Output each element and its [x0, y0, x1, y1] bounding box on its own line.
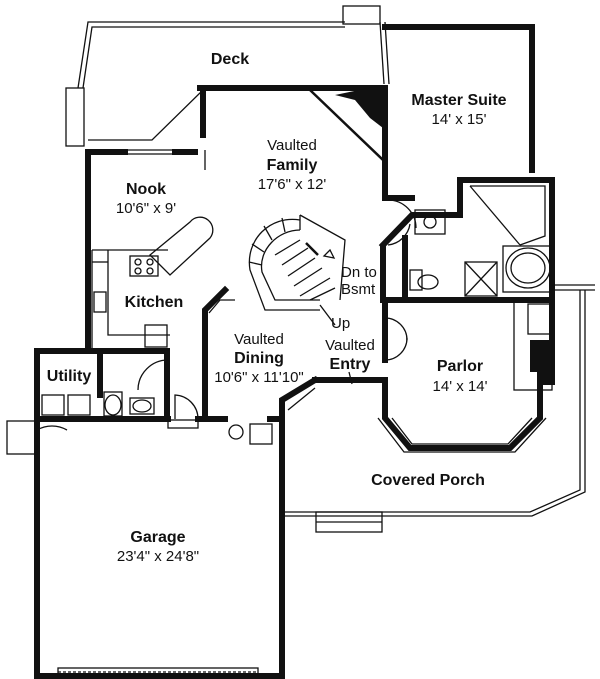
room-size: 23'4" x 24'8" — [117, 548, 199, 565]
room-prefix: Vaulted — [267, 137, 317, 154]
deck-railing — [65, 5, 390, 147]
room-name: Utility — [47, 368, 92, 385]
room-name: Parlor — [437, 358, 483, 375]
room-covered-porch: Covered Porch — [371, 472, 485, 489]
entry-dining-walls — [202, 285, 388, 422]
kitchen-fixtures — [36, 216, 273, 445]
room-parlor: Parlor 14' x 14' — [433, 358, 488, 395]
room-utility: Utility — [47, 368, 92, 385]
room-nook: Nook 10'6" x 9' — [116, 181, 176, 217]
room-name: Nook — [126, 181, 166, 198]
room-name: Kitchen — [125, 294, 184, 311]
room-kitchen: Kitchen — [125, 294, 184, 311]
room-size: 17'6" x 12' — [258, 176, 327, 193]
stair-down-label-1: Dn to — [341, 264, 377, 281]
room-family: Vaulted Family 17'6" x 12' — [258, 137, 327, 193]
room-name: Entry — [330, 356, 371, 373]
room-deck: Deck — [211, 51, 249, 68]
room-name: Garage — [130, 529, 185, 546]
room-dining: Vaulted Dining 10'6" x 11'10" — [214, 331, 304, 386]
room-name: Master Suite — [411, 92, 506, 109]
room-size: 14' x 14' — [433, 378, 488, 395]
stair-down-label-2: Bsmt — [341, 281, 376, 298]
room-name: Dining — [234, 350, 284, 367]
room-size: 10'6" x 9' — [116, 200, 176, 217]
staircase — [248, 214, 346, 326]
room-garage: Garage 23'4" x 24'8" — [117, 529, 199, 565]
room-master-suite: Master Suite 14' x 15' — [411, 92, 506, 128]
room-size: 14' x 15' — [432, 111, 487, 128]
room-prefix: Vaulted — [234, 331, 284, 348]
parlor-walls — [377, 297, 555, 453]
stair-labels: Dn to Bsmt Up — [331, 264, 377, 332]
room-name: Covered Porch — [371, 472, 485, 489]
room-entry: Vaulted Entry — [325, 337, 375, 373]
room-prefix: Vaulted — [325, 337, 375, 354]
covered-porch — [282, 284, 595, 533]
room-size: 10'6" x 11'10" — [214, 369, 304, 386]
stair-up-label: Up — [331, 315, 350, 332]
room-name: Family — [267, 157, 318, 174]
room-name: Deck — [211, 51, 249, 68]
